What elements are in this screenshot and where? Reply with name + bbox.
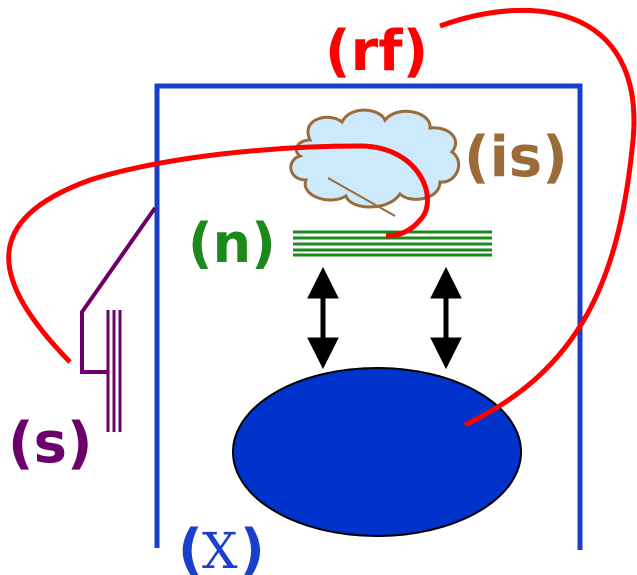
- label-n: (n): [188, 212, 276, 275]
- s-triple-bar: [106, 310, 122, 432]
- double-headed-arrow: [307, 266, 339, 370]
- label-x-letter: X: [202, 522, 238, 575]
- x-ellipse: [232, 367, 522, 537]
- double-headed-arrow: [430, 266, 462, 370]
- frame-box: [154, 83, 583, 550]
- n-membrane-lines: [293, 230, 492, 257]
- rf-curve-right: [439, 7, 637, 428]
- label-x: ( X ): [178, 518, 265, 575]
- label-s: (s): [8, 411, 93, 476]
- label-is: (is): [464, 125, 568, 190]
- cloud-icon: [289, 108, 461, 217]
- s-connector-line: [80, 206, 157, 374]
- label-x-open: (: [178, 518, 203, 575]
- rf-curve-left: [6, 143, 430, 364]
- label-x-close: ): [240, 518, 265, 575]
- label-rf: (rf): [325, 19, 428, 84]
